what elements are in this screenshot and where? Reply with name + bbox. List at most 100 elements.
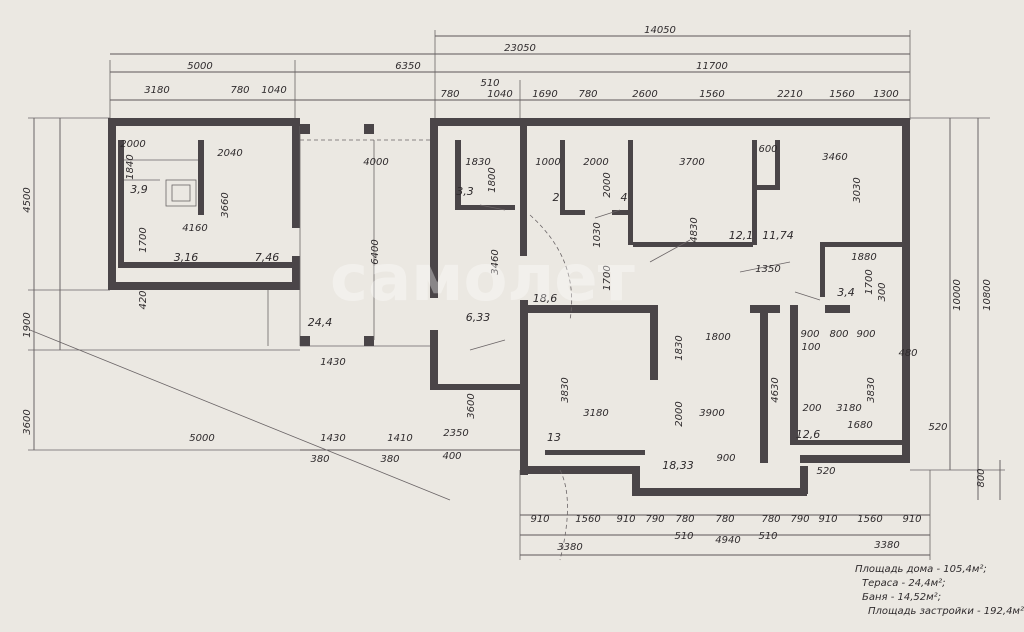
dimension-label: 1430: [320, 433, 345, 444]
note-terrace-area: Тераса - 24,4м²;: [862, 578, 946, 589]
dimension-label: 510: [758, 531, 777, 542]
room-area-label: 4: [621, 191, 628, 204]
dimension-label: 3180: [836, 403, 861, 414]
dimension-label: 790: [645, 514, 664, 525]
dimension-label: 780: [230, 85, 249, 96]
dimension-label: 1040: [487, 89, 512, 100]
dimension-label: 2000: [583, 157, 608, 168]
dimension-label: 2210: [777, 89, 802, 100]
dimension-label: 3180: [144, 85, 169, 96]
dimension-label: 2600: [632, 89, 657, 100]
dimension-label: 480: [898, 348, 917, 359]
dimension-label: 5000: [187, 61, 212, 72]
dimension-label: 4500: [22, 187, 33, 212]
dimension-label: 10000: [952, 279, 963, 311]
dimension-label: 3660: [220, 192, 231, 217]
dimension-label: 1040: [261, 85, 286, 96]
dimension-label: 1840: [125, 154, 136, 179]
dimension-label: 380: [380, 454, 399, 465]
dimension-label: 600: [758, 144, 777, 155]
dimension-label: 2350: [443, 428, 468, 439]
terrace: [267, 124, 430, 347]
dimension-label: 5000: [189, 433, 214, 444]
interior-walls: [455, 126, 902, 463]
room-area-label: 18,6: [533, 292, 558, 305]
room-area-label: 12,1: [729, 229, 754, 242]
room-area-label: 7,46: [255, 251, 280, 264]
dimension-label: 3830: [866, 377, 877, 402]
dimension-label: 1830: [465, 157, 490, 168]
dimension-label: 3900: [699, 408, 724, 419]
dimension-label: 780: [440, 89, 459, 100]
dimension-label: 1700: [864, 269, 875, 294]
dimension-label: 380: [310, 454, 329, 465]
dimension-label: 900: [856, 329, 875, 340]
dimension-label: 1000: [535, 157, 560, 168]
room-area-label: 11,74: [762, 229, 794, 242]
summary-notes: Площадь дома - 105,4м²; Тераса - 24,4м²;…: [855, 564, 1024, 617]
dimension-label: 1690: [532, 89, 557, 100]
left-dimension-lines: [28, 117, 520, 451]
dimension-label: 1430: [320, 357, 345, 368]
dimension-label: 3460: [822, 152, 847, 163]
dimension-label: 1700: [138, 227, 149, 252]
house-walls: [430, 118, 910, 496]
dimension-label: 3600: [22, 409, 33, 434]
dimension-label: 1700: [602, 265, 613, 290]
dimension-label: 3380: [557, 542, 582, 553]
room-area-label: 3,16: [174, 251, 199, 264]
dimension-label: 900: [716, 453, 735, 464]
dimension-label: 100: [801, 342, 820, 353]
note-bath-area: Баня - 14,52м²;: [862, 592, 941, 603]
dimension-label: 910: [530, 514, 549, 525]
dimension-label: 910: [902, 514, 921, 525]
dimension-label: 14050: [644, 25, 676, 36]
dimension-label: 3700: [679, 157, 704, 168]
dimension-label: 900: [800, 329, 819, 340]
room-area-label: 3,3: [456, 185, 474, 198]
room-area-label: 24,4: [308, 316, 333, 329]
dimension-label: 3030: [852, 177, 863, 202]
dimension-label: 3380: [874, 540, 899, 551]
dimension-label: 2000: [674, 401, 685, 426]
watermark-text: самолет: [330, 242, 635, 316]
dimension-label: 910: [616, 514, 635, 525]
note-house-area: Площадь дома - 105,4м²;: [855, 564, 987, 575]
dimension-label: 200: [802, 403, 821, 414]
dimension-label: 4830: [689, 217, 700, 242]
dimension-label: 780: [715, 514, 734, 525]
room-area-label: 18,33: [662, 459, 694, 472]
dimension-label: 510: [674, 531, 693, 542]
dimension-label: 1560: [699, 89, 724, 100]
dimension-label: 780: [675, 514, 694, 525]
dimension-label: 800: [976, 468, 987, 487]
dimension-label: 1350: [755, 264, 780, 275]
dimension-label: 1830: [674, 335, 685, 360]
dimension-label: 2040: [217, 148, 242, 159]
dimension-label: 520: [816, 466, 835, 477]
dimension-label: 800: [829, 329, 848, 340]
dimension-label: 11700: [696, 61, 728, 72]
dimension-label: 780: [578, 89, 597, 100]
dimension-label: 1560: [857, 514, 882, 525]
room-area-label: 2: [553, 191, 560, 204]
dimension-label: 1030: [592, 222, 603, 247]
dimension-label: 4000: [363, 157, 388, 168]
dimension-label: 3830: [560, 377, 571, 402]
dimension-label: 3460: [490, 249, 501, 274]
dimension-label: 1680: [847, 420, 872, 431]
dimension-label: 300: [877, 282, 888, 301]
dimension-label: 6350: [395, 61, 420, 72]
dimension-label: 6400: [370, 239, 381, 264]
dimension-label: 1560: [575, 514, 600, 525]
dimension-label: 10800: [982, 279, 993, 311]
dimension-label: 3600: [466, 393, 477, 418]
dimension-label: 1300: [873, 89, 898, 100]
dimension-label: 910: [818, 514, 837, 525]
room-area-label: 6,33: [466, 311, 491, 324]
dimension-label: 2000: [602, 172, 613, 197]
dimension-label: 3180: [583, 408, 608, 419]
note-built-area: Площадь застройки - 192,4м²: [868, 606, 1024, 617]
